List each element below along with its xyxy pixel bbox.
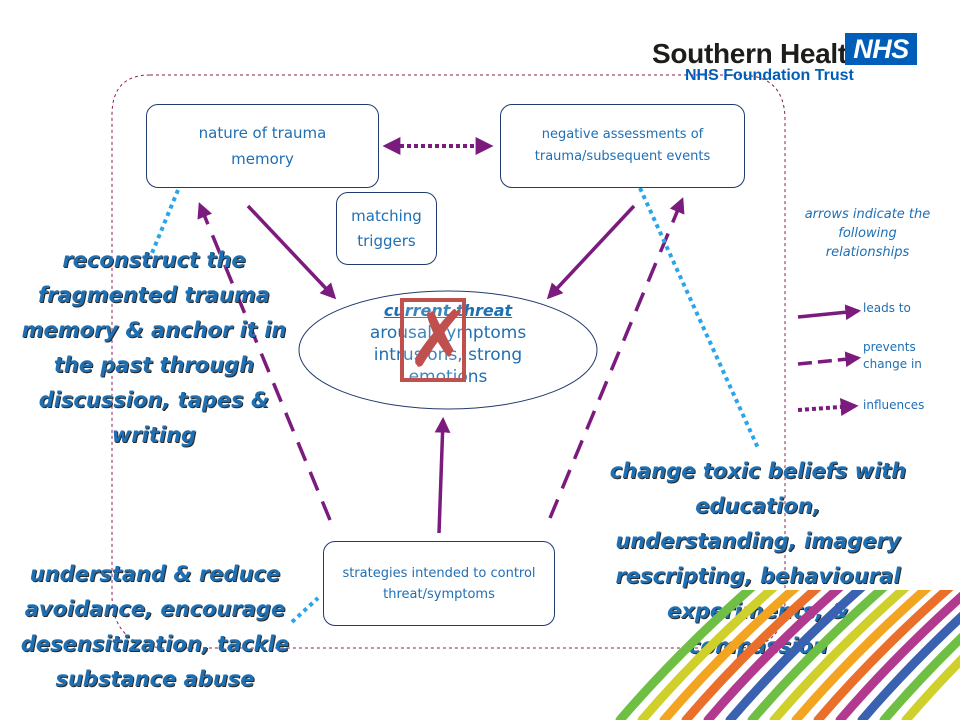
nhs-badge-text: NHS — [853, 33, 909, 64]
current-threat-ellipse — [298, 290, 598, 410]
decorative-stripes — [615, 590, 960, 720]
annotation-beliefs: change toxic beliefs with education, und… — [609, 459, 907, 658]
stripe — [813, 590, 954, 720]
cross-mark-glyph: ✗ — [406, 295, 472, 385]
arrow-memory-to-threat — [246, 204, 337, 300]
legend-solid-arrow — [797, 304, 862, 321]
stripe — [725, 590, 866, 720]
node-negative-assessments-label: negative assessments of trauma/subsequen… — [534, 127, 711, 164]
node-negative-assessments: negative assessments of trauma/subsequen… — [500, 104, 745, 188]
node-matching-triggers: matching triggers — [336, 192, 437, 265]
node-strategies-label: strategies intended to control threat/sy… — [342, 565, 536, 602]
boundary-outline — [111, 74, 786, 649]
legend-label-influences: influences — [863, 398, 925, 412]
legend-label-leads-to: leads to — [863, 301, 911, 315]
annotation-avoidance: understand & reduce avoidance, encourage… — [20, 562, 290, 691]
current-threat-text: current threat arousal symptoms intrusio… — [340, 300, 556, 388]
legend: arrows indicate the following relationsh… — [800, 205, 935, 262]
legend-dotted-arrow — [797, 398, 859, 416]
prevents-arrow-right — [548, 197, 685, 519]
current-threat-title: current threat — [383, 301, 513, 320]
stripe — [769, 590, 910, 720]
prevents-arrow-left — [197, 202, 332, 521]
legend-label-prevents: prevents change in — [863, 340, 922, 371]
dotted-line-bottom-left — [290, 596, 320, 624]
stripe — [659, 590, 800, 720]
node-matching-triggers-label: matching triggers — [351, 206, 422, 250]
annotation-reconstruct: reconstruct the fragmented trauma memory… — [21, 248, 287, 447]
stripe — [857, 611, 960, 720]
stripe — [901, 654, 960, 720]
node-trauma-memory-label: nature of trauma memory — [198, 124, 327, 168]
arrow-strategies-to-threat — [434, 416, 451, 534]
stripe — [615, 590, 756, 720]
stripe — [637, 590, 778, 720]
legend-dashed-arrow — [797, 351, 862, 368]
node-trauma-memory: nature of trauma memory — [146, 104, 379, 188]
cross-mark: ✗ — [400, 296, 471, 384]
dotted-line-right — [638, 187, 760, 449]
stripe — [747, 590, 888, 720]
brand-name: Southern Health — [652, 38, 864, 69]
legend-title: arrows indicate the following relationsh… — [804, 207, 931, 260]
node-strategies: strategies intended to control threat/sy… — [323, 541, 555, 626]
arrow-assessments-to-threat — [546, 204, 636, 300]
current-threat-body: arousal symptoms intrusions, strong emot… — [369, 323, 527, 387]
stripe — [835, 591, 960, 720]
stripe — [681, 590, 822, 720]
brand-subtitle: NHS Foundation Trust — [685, 67, 854, 84]
stripe — [703, 590, 844, 720]
stripe — [879, 632, 960, 720]
nhs-badge: NHS — [845, 33, 917, 65]
stripe — [791, 590, 932, 720]
